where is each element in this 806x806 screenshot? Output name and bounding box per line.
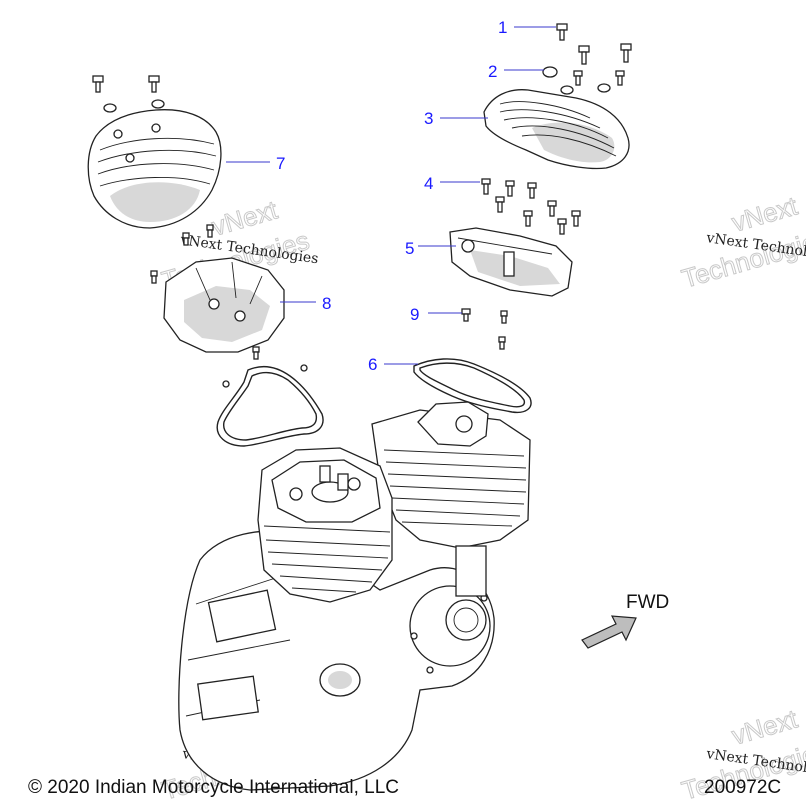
- part-5-rocker-housing: [449, 227, 573, 297]
- callout-4: 4: [424, 174, 433, 193]
- part-6-gasket: [413, 358, 532, 414]
- forward-direction-indicator: FWD: [581, 592, 669, 649]
- part-2-grommets: [542, 66, 611, 95]
- callout-9: 9: [410, 305, 419, 324]
- copyright-text: © 2020 Indian Motorcycle International, …: [28, 777, 399, 798]
- callout-2: 2: [488, 62, 497, 81]
- fwd-label: FWD: [626, 592, 669, 613]
- engine-assembly: [178, 401, 531, 791]
- callout-6: 6: [368, 355, 377, 374]
- fwd-arrow-icon: [581, 615, 637, 649]
- svg-text:vNext: vNext: [728, 703, 801, 750]
- callout-labels: 1 2 3 4 5 6 7 8 9: [276, 18, 507, 374]
- part-9-screws: [461, 308, 508, 350]
- part-1-bolts: [556, 23, 632, 86]
- callout-5: 5: [405, 239, 414, 258]
- part-3-rocker-cover: [483, 89, 630, 170]
- callout-3: 3: [424, 109, 433, 128]
- callout-8: 8: [322, 294, 331, 313]
- watermark-top-right: vNext Technologies vNext Technologies: [678, 190, 806, 294]
- svg-text:vNext: vNext: [728, 190, 801, 237]
- callout-7: 7: [276, 154, 285, 173]
- part-8-rocker-housing: [150, 224, 285, 360]
- part-7-rocker-cover: [87, 75, 222, 229]
- part-4-bolts: [481, 178, 581, 235]
- gasket-left: [216, 364, 324, 447]
- leader-lines: [226, 26, 556, 365]
- callout-1: 1: [498, 18, 507, 37]
- diagram-number: 200972C: [704, 777, 781, 798]
